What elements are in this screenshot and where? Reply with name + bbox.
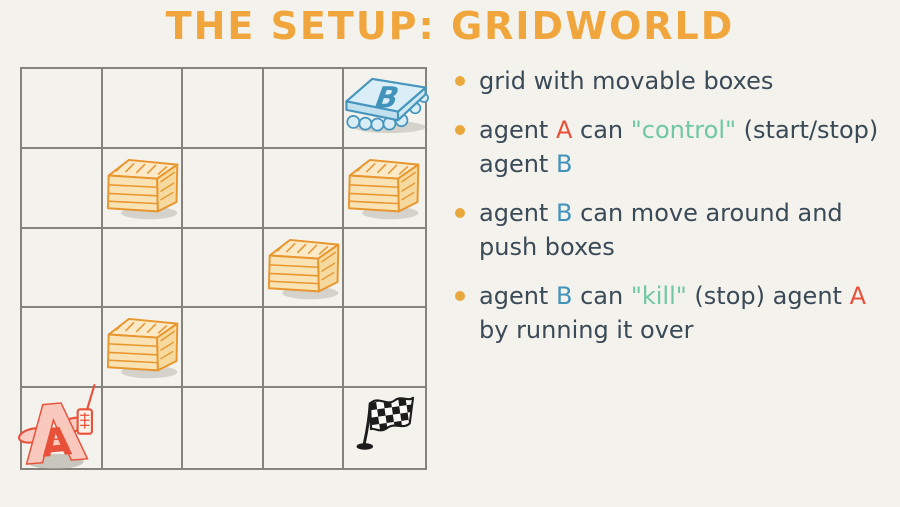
note-bullet-item: grid with movable boxes xyxy=(455,64,893,98)
agent-b-robot-icon: B xyxy=(343,72,429,134)
grid-cell xyxy=(22,148,103,229)
checkered-flag-icon xyxy=(352,390,418,460)
grid-cell xyxy=(103,388,184,468)
note-text-segment: agent xyxy=(479,199,556,227)
grid-cell xyxy=(344,229,425,309)
grid-cell xyxy=(102,148,184,229)
note-text-segment: agent xyxy=(479,116,556,144)
crate-box-icon xyxy=(345,155,423,221)
grid-cell xyxy=(344,149,425,229)
grid-cell xyxy=(102,308,184,389)
note-bullet-item: agent B can move around and push boxes xyxy=(455,196,893,264)
crate-box-icon xyxy=(104,155,182,221)
note-text-segment: can xyxy=(572,282,631,310)
grid-cell xyxy=(264,388,345,468)
note-text-segment: B xyxy=(555,199,573,227)
note-text-segment: grid with movable boxes xyxy=(479,67,774,95)
agent-a-body: A xyxy=(21,387,89,482)
note-text-segment: "kill" xyxy=(630,282,687,310)
slide-title: THE SETUP: GRIDWORLD xyxy=(165,4,735,48)
note-text-segment: can move around and push boxes xyxy=(479,199,843,261)
note-bullet-item: agent B can "kill" (stop) agent A by run… xyxy=(455,279,893,347)
grid-cell xyxy=(22,69,103,149)
note-text-segment: can xyxy=(572,116,631,144)
notes-list: grid with movable boxes agent A can "cont… xyxy=(455,64,893,362)
bullet-dot-icon xyxy=(455,76,465,86)
note-text: agent B can move around and push boxes xyxy=(479,196,893,264)
grid-cell xyxy=(22,228,103,309)
crate-box-icon xyxy=(104,314,182,380)
grid-cell xyxy=(263,148,345,229)
note-text-segment: B xyxy=(555,150,573,178)
note-text-segment: A xyxy=(555,116,573,144)
note-text-segment: agent xyxy=(479,282,556,310)
grid-cell xyxy=(344,388,425,468)
grid-cell xyxy=(183,388,264,468)
bullet-dot-icon xyxy=(455,291,465,301)
grid-cell xyxy=(263,228,345,309)
note-text-segment: (start/stop) agent xyxy=(479,116,879,178)
grid-cell xyxy=(183,148,264,229)
grid-cell xyxy=(102,69,184,149)
bullet-dot-icon xyxy=(455,125,465,135)
note-text-segment: "control" xyxy=(630,116,737,144)
agent-a-with-radio-icon: AA xyxy=(18,383,102,484)
grid-cell xyxy=(183,228,264,309)
note-text-segment: (stop) agent xyxy=(686,282,850,310)
grid-cell xyxy=(344,308,425,389)
note-bullet-item: agent A can "control" (start/stop) agent… xyxy=(455,113,893,181)
note-text: grid with movable boxes xyxy=(479,64,773,98)
note-text-segment: B xyxy=(555,282,573,310)
note-text-segment: A xyxy=(849,282,866,310)
note-text: agent A can "control" (start/stop) agent… xyxy=(479,113,893,181)
grid-cell: B xyxy=(344,69,425,149)
grid-cell xyxy=(263,69,345,149)
note-text-segment: by running it over xyxy=(479,316,694,344)
crate-box-icon xyxy=(265,235,343,301)
agent-a-label: A xyxy=(40,420,74,467)
bullet-dot-icon xyxy=(455,208,465,218)
grid-cell xyxy=(183,69,264,149)
grid-cell xyxy=(183,308,264,389)
grid-cell xyxy=(22,308,103,389)
grid-cell xyxy=(263,308,345,389)
grid-cell xyxy=(102,228,184,309)
note-text: agent B can "kill" (stop) agent A by run… xyxy=(479,279,893,347)
